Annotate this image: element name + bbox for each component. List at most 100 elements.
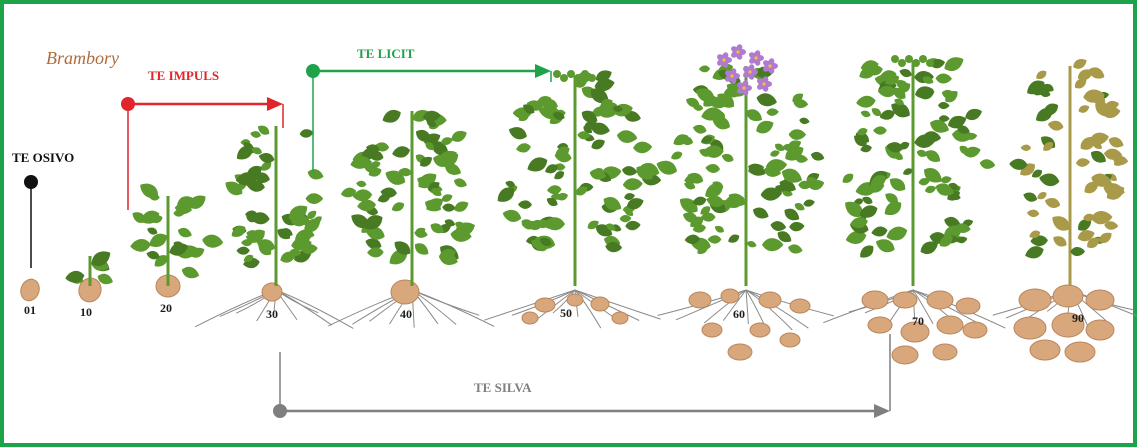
flower-center — [754, 56, 757, 59]
product-osivo-start-dot — [24, 175, 38, 189]
leaf — [755, 91, 778, 108]
tuber — [1086, 290, 1114, 310]
leaf — [963, 106, 983, 122]
leaf — [705, 163, 720, 173]
product-impuls-arrowhead — [267, 97, 283, 111]
leaf — [857, 242, 877, 261]
leaf — [762, 238, 783, 251]
leaf — [1107, 135, 1126, 150]
tuber — [790, 299, 810, 313]
flower-center — [762, 82, 765, 85]
leaf — [1038, 172, 1060, 188]
plant-stage-10 — [64, 247, 114, 305]
tuber — [963, 322, 987, 338]
stage-label-50: 50 — [560, 306, 572, 320]
leaf — [1051, 233, 1069, 249]
tuber — [892, 346, 918, 364]
leaf — [367, 247, 384, 258]
tuber — [759, 292, 781, 308]
leaf — [1036, 190, 1049, 201]
leaf — [898, 67, 913, 79]
leaf — [654, 157, 679, 177]
leaf — [669, 150, 683, 162]
flower-center — [730, 74, 733, 77]
leaf — [236, 247, 249, 255]
leaf — [871, 225, 889, 238]
plants-layer — [18, 43, 1137, 364]
leaf — [1047, 119, 1064, 132]
leaf — [787, 243, 804, 255]
flower-bud — [567, 70, 575, 78]
tuber — [702, 323, 722, 337]
tuber — [862, 291, 888, 309]
flower-center — [736, 50, 739, 53]
flower-bud — [588, 74, 596, 82]
plant-stage-50 — [484, 67, 662, 328]
stage-label-90: 90 — [1072, 311, 1084, 325]
leaf — [923, 147, 943, 165]
tuber — [1086, 320, 1114, 340]
leaf — [940, 175, 953, 184]
leaf — [938, 102, 950, 109]
flower-center — [748, 70, 751, 73]
product-osivo-label: TE OSIVO — [12, 150, 74, 165]
leaf — [356, 180, 367, 188]
stage-label-01: 01 — [24, 303, 36, 317]
leaf — [720, 152, 735, 164]
leaf — [916, 148, 929, 158]
product-impuls-start-dot — [121, 97, 135, 111]
leaf — [726, 232, 741, 245]
product-licit-start-dot — [306, 64, 320, 78]
leaf — [913, 84, 935, 100]
plant-stage-30 — [195, 123, 353, 328]
leaf — [380, 107, 403, 126]
product-silva-start-dot — [273, 404, 287, 418]
leaf — [887, 175, 909, 195]
stage-label-20: 20 — [160, 301, 172, 315]
leaf — [935, 73, 952, 83]
leaf — [625, 220, 641, 231]
product-licit-arrowhead — [535, 64, 551, 78]
leaf — [855, 95, 876, 109]
flower-bud — [560, 74, 568, 82]
product-licit: TE LICIT — [306, 46, 551, 172]
plant-stage-40 — [328, 107, 494, 328]
product-impuls-label: TE IMPULS — [148, 68, 219, 83]
leaf — [1022, 190, 1039, 203]
stage-label-40: 40 — [400, 307, 412, 321]
leaf — [621, 165, 638, 177]
leaf — [1044, 196, 1062, 210]
tuber — [689, 292, 711, 308]
leaf — [708, 235, 722, 243]
leaf — [452, 176, 468, 189]
flower-bud — [905, 55, 913, 63]
product-silva-arrowhead — [874, 404, 890, 418]
leaf — [616, 129, 638, 144]
leaf — [412, 240, 431, 258]
flower-bud — [581, 70, 589, 78]
leaf — [1070, 247, 1085, 256]
leaf — [299, 128, 314, 138]
leaf — [518, 200, 532, 209]
products-layer: TE OSIVOTE IMPULSTE LICITTE SILVA — [12, 46, 890, 418]
tuber — [927, 291, 953, 309]
tuber — [893, 292, 917, 308]
plant-stage-01 — [18, 277, 42, 304]
root — [746, 290, 748, 324]
tuber — [1019, 289, 1051, 311]
leaf — [1027, 209, 1040, 217]
leaf — [515, 142, 531, 154]
leaf — [1021, 145, 1032, 151]
tuber — [522, 312, 538, 324]
leaf — [873, 126, 887, 134]
leaf — [840, 171, 855, 185]
leaf — [507, 124, 529, 142]
tuber — [937, 316, 963, 334]
flower-center — [768, 64, 771, 67]
flower-bud — [926, 59, 934, 67]
leaf — [699, 65, 710, 72]
flower-bud — [891, 55, 899, 63]
tuber — [956, 298, 980, 314]
leaf — [130, 238, 152, 253]
